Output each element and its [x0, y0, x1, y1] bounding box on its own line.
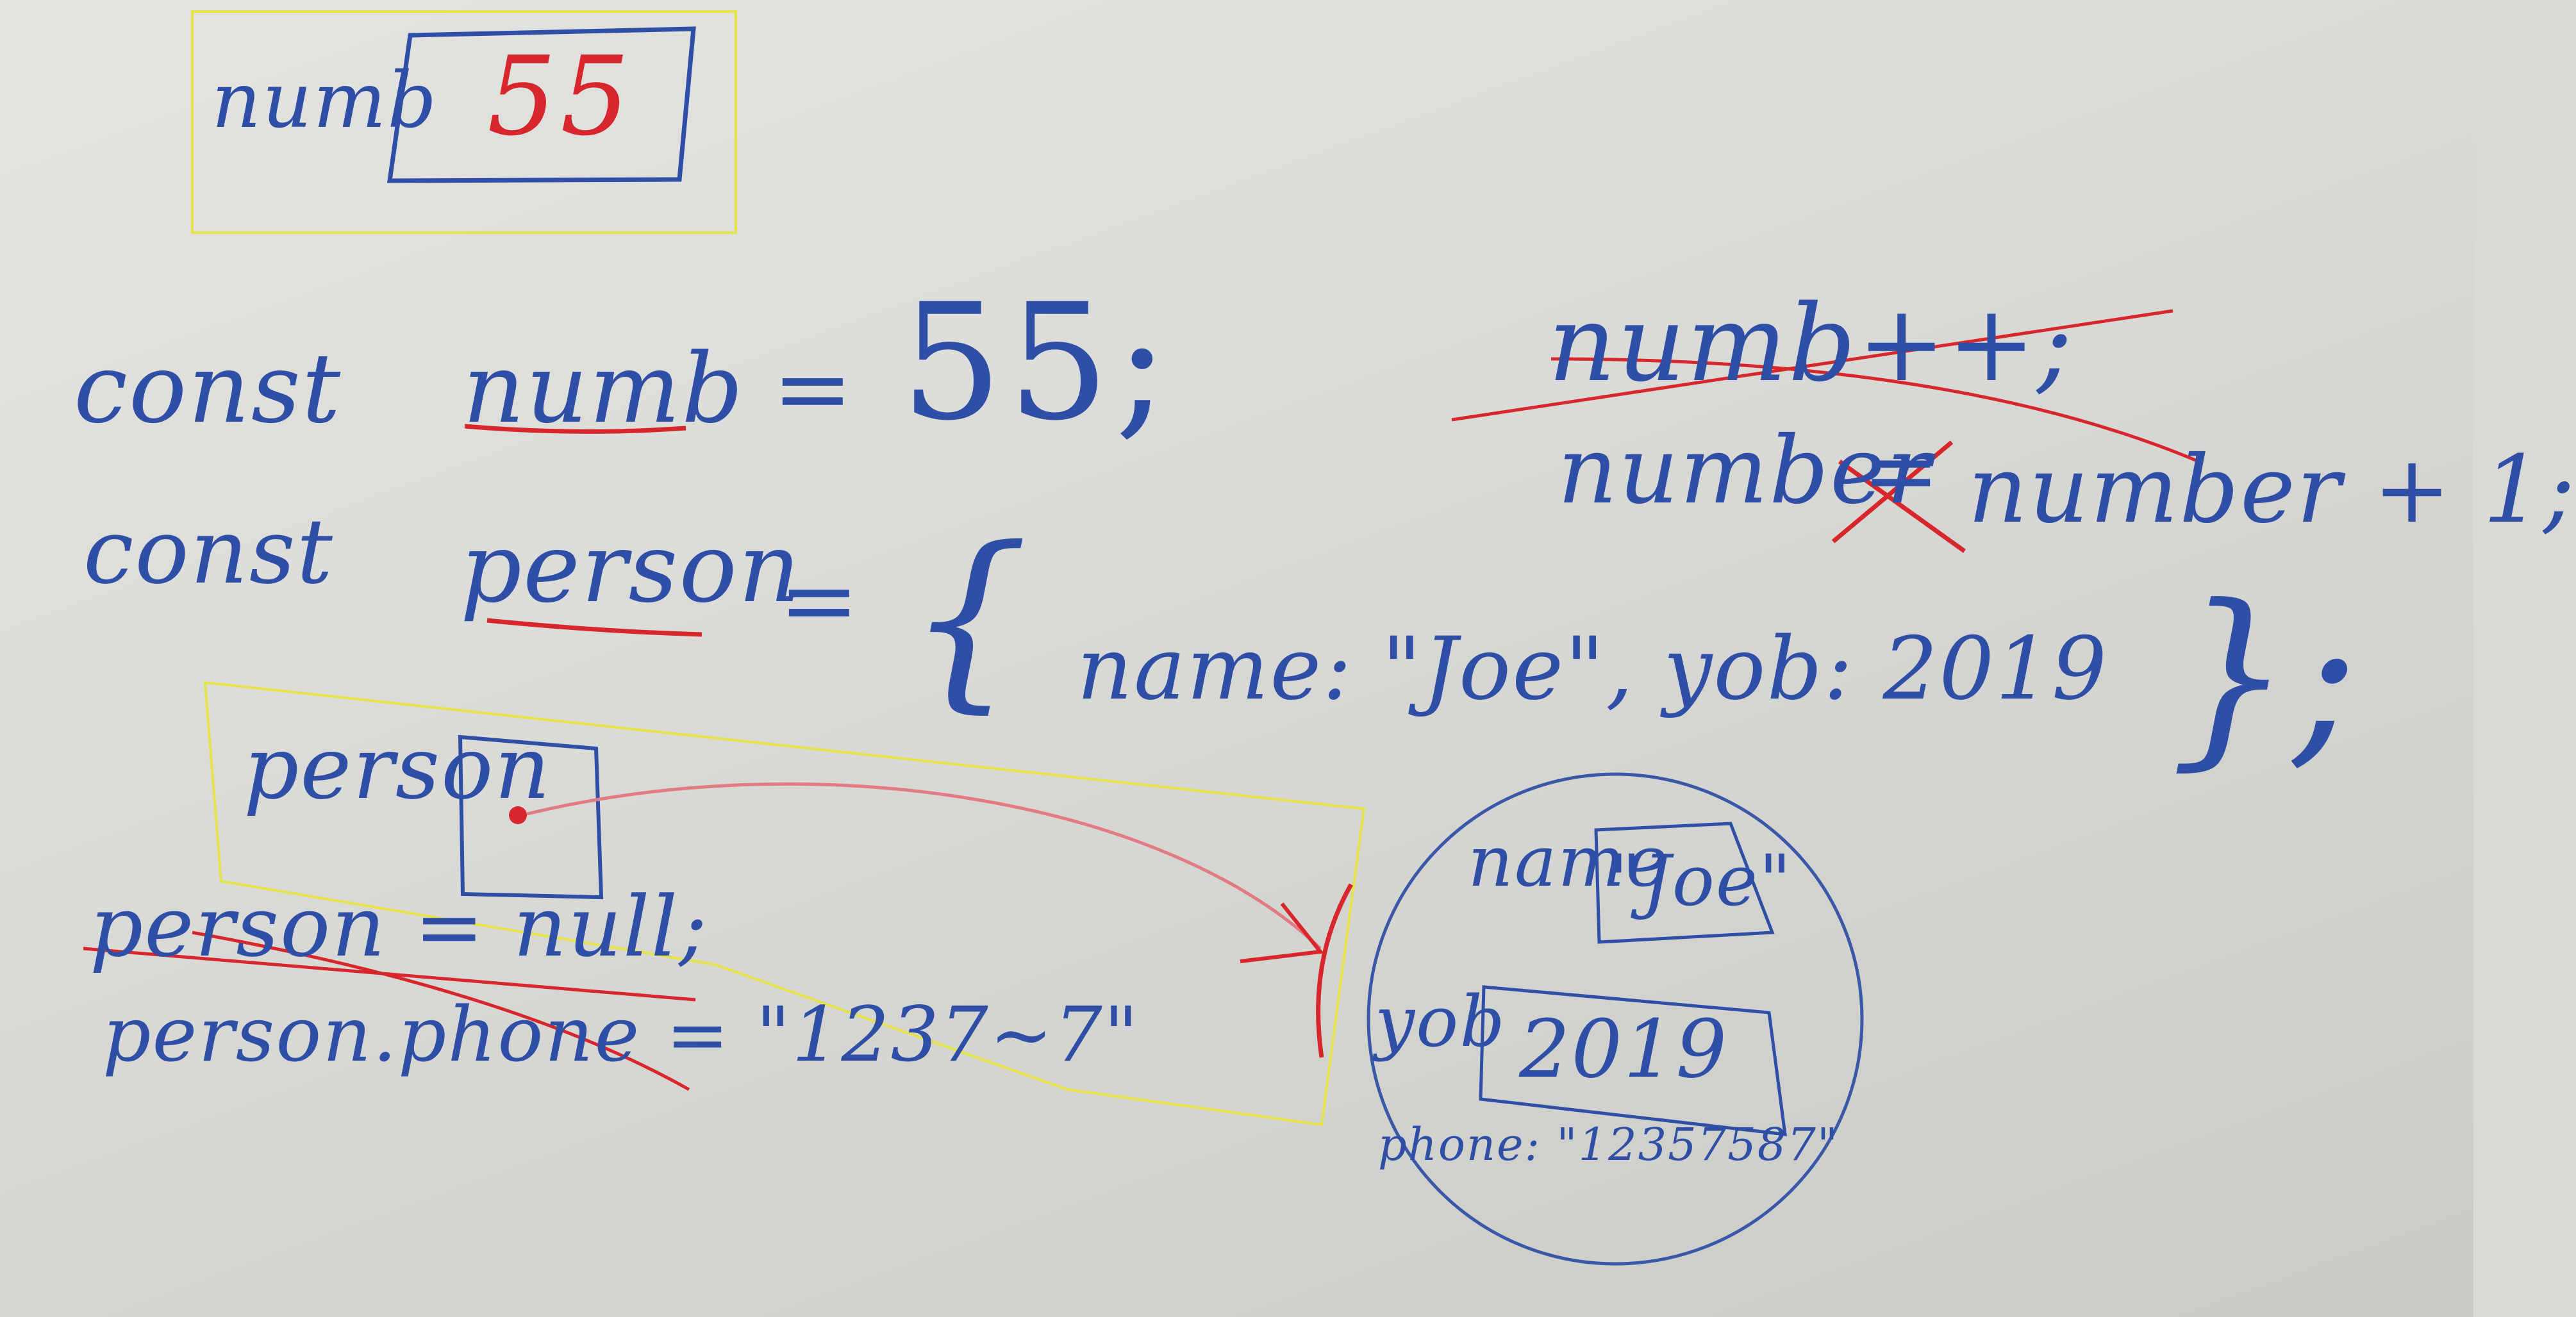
- numb-box-value: 55: [487, 33, 634, 160]
- crossed-out-increment: numb++;: [1548, 282, 2074, 405]
- line2-open-brace: {: [907, 506, 1031, 730]
- line1-equals: =: [772, 333, 854, 445]
- object-name-value: "Joe": [1609, 840, 1793, 922]
- underline-person: [486, 618, 702, 637]
- crossed-out-null: person = null;: [90, 878, 708, 975]
- line2-body: name: "Joe", yob: 2019: [1077, 618, 2108, 719]
- object-circle: [1367, 772, 1864, 1266]
- pointer-dot: [509, 806, 527, 824]
- line2-keyword: const: [83, 500, 334, 604]
- line2-equals: =: [779, 545, 861, 656]
- line1-keyword: const: [74, 333, 342, 445]
- person-value-box: [458, 734, 604, 900]
- name-value-box: [1594, 822, 1775, 944]
- arrowhead: [1240, 902, 1324, 963]
- ink-strokes: [83, 10, 2199, 1266]
- person-box-label: person: [244, 718, 552, 818]
- phone-assignment: person.phone = "1237~7": [103, 990, 1140, 1079]
- highlight-numb-box: [191, 10, 737, 234]
- object-yob-value: 2019: [1519, 1003, 1729, 1096]
- line1-name: numb: [463, 333, 745, 445]
- line2-name: person: [460, 513, 802, 624]
- yob-value-box: [1479, 985, 1787, 1136]
- reference-arrow: [526, 782, 1322, 950]
- red-x-mark: [1831, 440, 1966, 553]
- line2-close: };: [2170, 564, 2359, 788]
- underline-numb: [464, 424, 686, 434]
- strike-person-null-2: [192, 931, 690, 1091]
- object-yob-label: yob: [1375, 981, 1506, 1063]
- reassignment-left: number: [1558, 417, 1932, 525]
- strike-numb-increment-2: [1550, 357, 2199, 463]
- numb-value-box: [386, 26, 696, 183]
- object-bracket: [1316, 883, 1354, 1058]
- strike-numb-increment-1: [1451, 309, 2173, 422]
- highlight-person-region: [203, 681, 1366, 1127]
- reassignment-right: number + 1;: [1968, 436, 2576, 544]
- object-name-label: name: [1468, 820, 1669, 902]
- numb-box-label: numb: [212, 56, 438, 145]
- line1-value: 55;: [901, 269, 1174, 456]
- reassignment-operator: =: [1862, 417, 1941, 525]
- object-phone-entry: phone: "12357587": [1378, 1118, 1840, 1171]
